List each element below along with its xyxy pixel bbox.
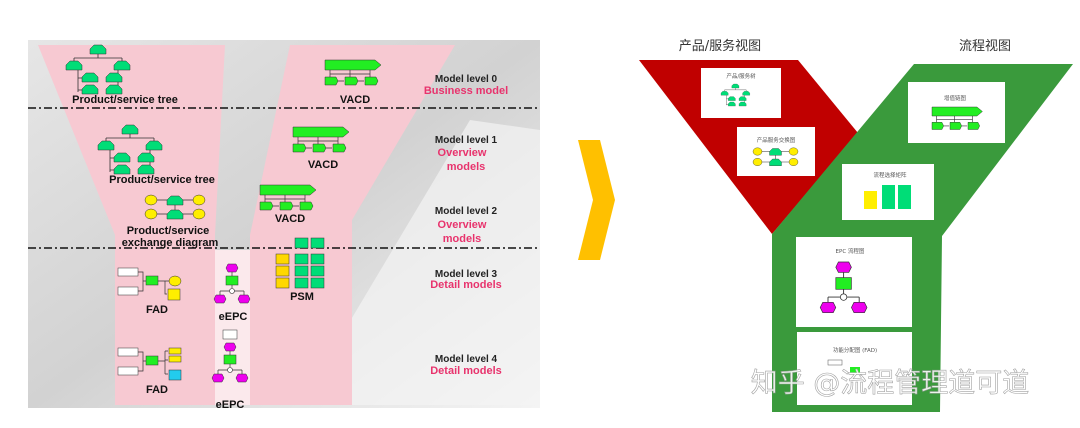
fad-icon — [117, 267, 182, 301]
svg-text:Model level 2: Model level 2 — [435, 206, 498, 217]
svg-text:Business model: Business model — [424, 85, 508, 97]
svg-text:Overview: Overview — [438, 219, 487, 231]
svg-text:增值链图: 增值链图 — [944, 94, 967, 102]
card-value-chain: 增值链图 — [908, 82, 1005, 143]
card-epc: EPC 流程图 — [796, 237, 912, 327]
label-fad3: FAD — [146, 304, 168, 316]
level-3-label: Model level 3 Detail models — [430, 269, 502, 291]
product-view-title: 产品/服务视图 — [679, 38, 761, 54]
svg-text:产品/服务树: 产品/服务树 — [726, 72, 756, 80]
process-view-title: 流程视图 — [959, 39, 1011, 54]
level-4-label: Model level 4 Detail models — [430, 354, 502, 377]
label-vacd2: VACD — [275, 213, 305, 225]
svg-text:功能分配图 (FAD): 功能分配图 (FAD) — [833, 346, 877, 354]
svg-text:EPC 流程图: EPC 流程图 — [836, 247, 865, 255]
svg-text:models: models — [443, 233, 482, 245]
card-product-tree: 产品/服务树 — [701, 68, 781, 118]
svg-text:Model level 4: Model level 4 — [435, 354, 498, 365]
card-fad: 功能分配图 (FAD) — [797, 332, 912, 405]
label-psed-1: Product/service — [127, 225, 210, 237]
svg-text:Model level 1: Model level 1 — [435, 135, 498, 146]
svg-text:Model level 3: Model level 3 — [435, 269, 498, 280]
fad-icon — [117, 347, 182, 381]
label-vacd0: VACD — [340, 94, 370, 106]
label-pst0: Product/service tree — [72, 94, 178, 106]
label-fad4: FAD — [146, 384, 168, 396]
level-1-label: Model level 1 Overview models — [435, 135, 498, 173]
level-2-label: Model level 2 Overview models — [435, 206, 498, 245]
label-psm: PSM — [290, 291, 314, 303]
card-process-matrix: 流程选择矩阵 — [842, 164, 934, 220]
svg-text:流程选择矩阵: 流程选择矩阵 — [873, 171, 907, 179]
svg-text:产品服务交换图: 产品服务交换图 — [757, 136, 796, 144]
psm-icon — [275, 237, 325, 289]
label-eepc4: eEPC — [216, 399, 245, 411]
level-0-label: Model level 0 Business model — [424, 74, 508, 97]
svg-text:Detail models: Detail models — [430, 365, 502, 377]
card-exchange-diagram: 产品服务交换图 — [737, 127, 815, 176]
label-vacd1: VACD — [308, 159, 338, 171]
chevron-arrow-icon — [578, 140, 615, 260]
right-y-view-diagram: 产品/服务视图 流程视图 产品/服务树 产品服务交换图 增值链图 流程选择矩阵 — [639, 38, 1073, 412]
label-psed-2: exchange diagram — [122, 237, 219, 249]
watermark: 知乎 @流程管理道可道 — [751, 368, 1030, 399]
label-eepc3: eEPC — [219, 311, 248, 323]
svg-text:models: models — [447, 161, 486, 173]
svg-text:Overview: Overview — [438, 147, 487, 159]
left-arm-pink — [38, 45, 225, 405]
left-y-model-diagram: Product/service tree VACD Product/servic… — [28, 40, 540, 411]
svg-text:Model level 0: Model level 0 — [435, 74, 498, 85]
label-pst1: Product/service tree — [109, 174, 215, 186]
svg-text:Detail models: Detail models — [430, 279, 502, 291]
